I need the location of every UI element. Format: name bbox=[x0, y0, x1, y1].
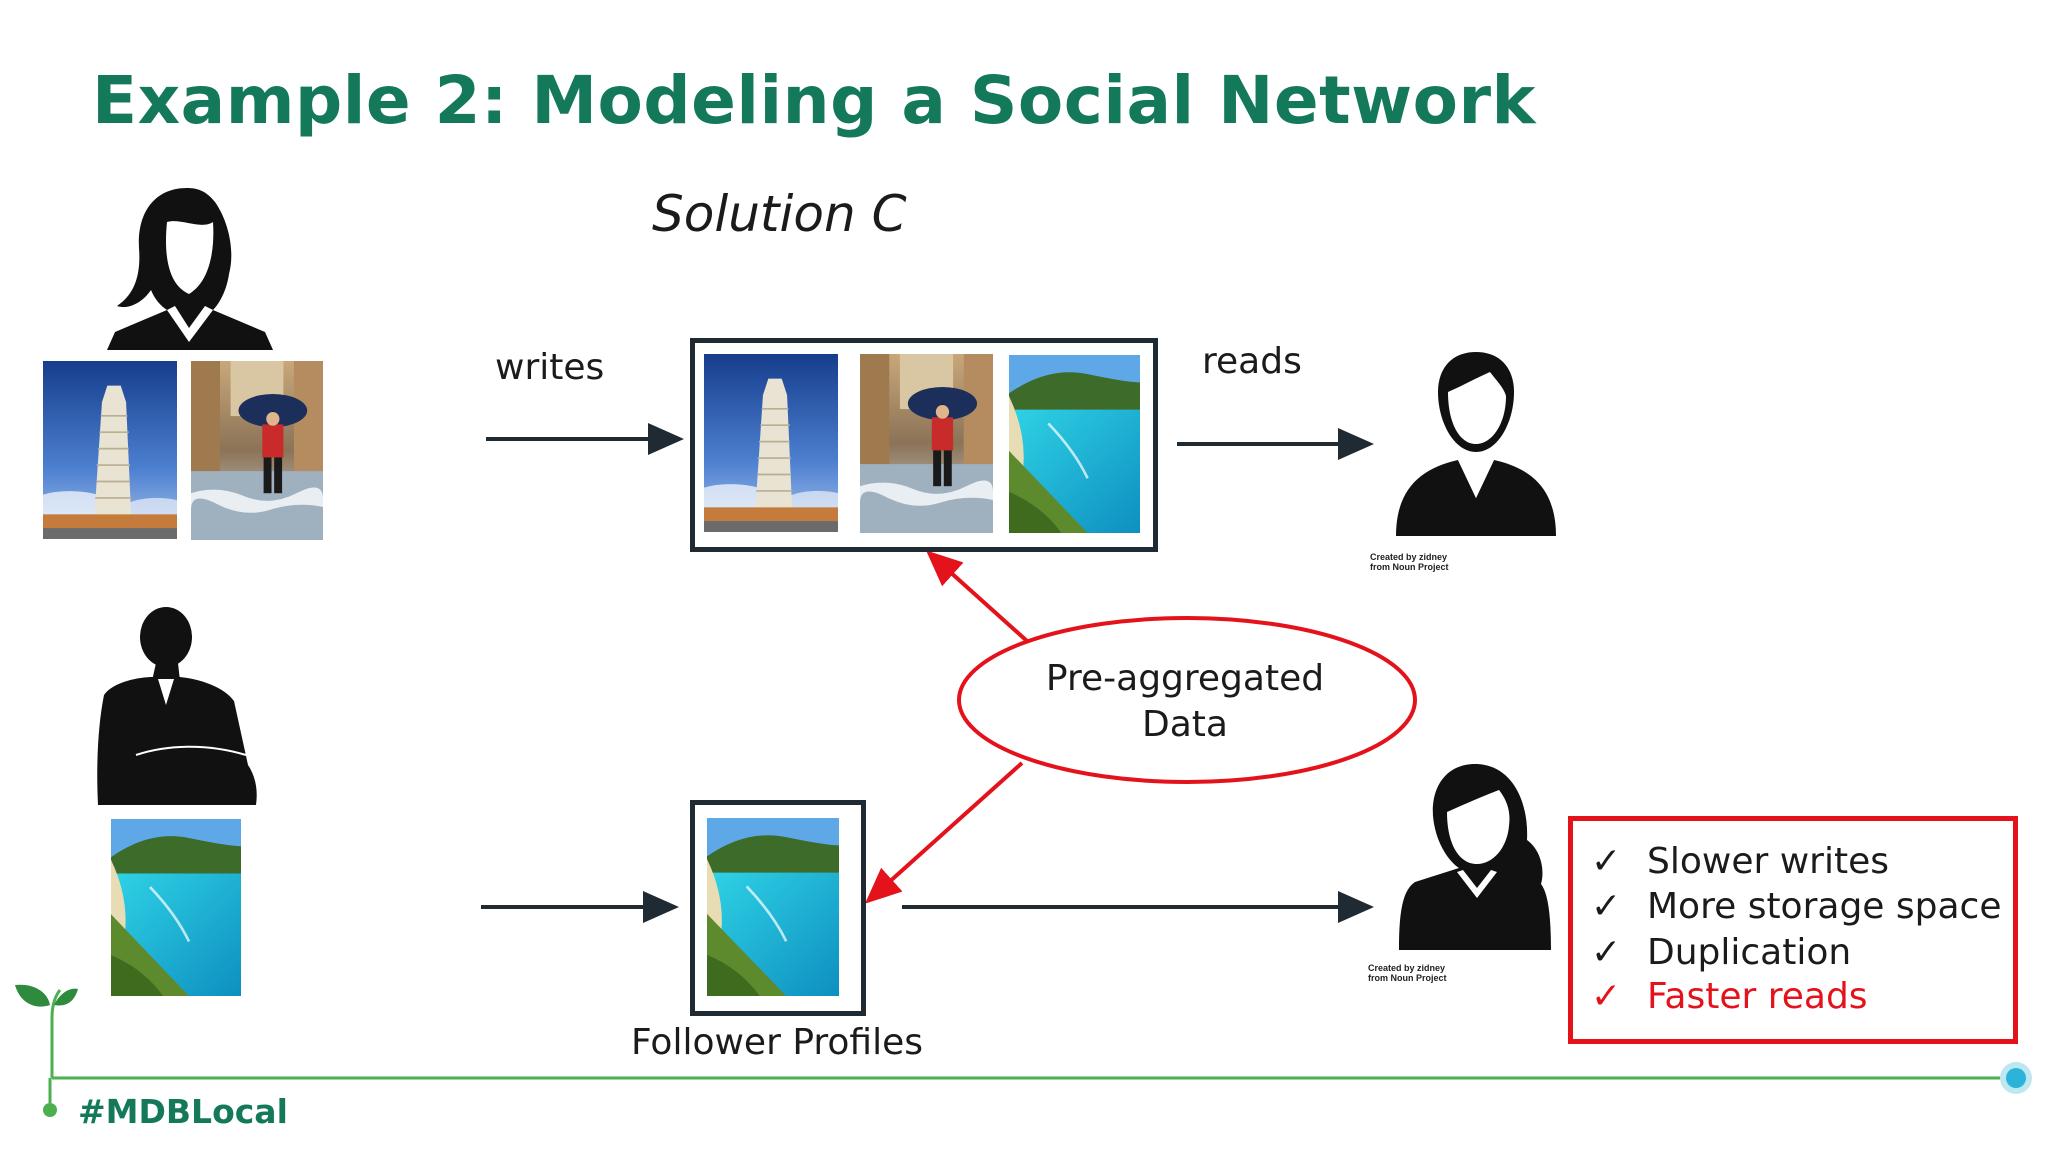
red-arrow-down bbox=[865, 761, 1024, 904]
checklist-item-label: More storage space bbox=[1647, 886, 2002, 927]
credit-bottom-line1: Created by zidney bbox=[1368, 963, 1446, 973]
footer-node-start bbox=[43, 1103, 57, 1117]
follower-profiles-label: Follower Profiles bbox=[631, 1022, 924, 1063]
credit-bottom: Created by zidney from Noun Project bbox=[1368, 963, 1447, 983]
checklist-item: ✓ Duplication bbox=[1591, 932, 1851, 973]
reader-woman-avatar-icon bbox=[1399, 764, 1551, 950]
slide-title: Example 2: Modeling a Social Network bbox=[92, 62, 1536, 139]
man-poster-icon bbox=[97, 607, 257, 805]
checklist-item-label: Slower writes bbox=[1647, 841, 1889, 882]
credit-top-line1: Created by zidney bbox=[1370, 552, 1448, 562]
feed-photo-pisa bbox=[704, 354, 838, 532]
pre-aggregated-ellipse bbox=[957, 616, 1417, 784]
checklist-item: ✓ More storage space bbox=[1591, 886, 2002, 927]
checklist-item-label: Duplication bbox=[1647, 932, 1852, 973]
red-arrow-up bbox=[926, 550, 1029, 643]
sprout-icon bbox=[15, 984, 78, 1007]
pre-aggregated-label: Pre-aggregated Data bbox=[960, 656, 1410, 748]
check-icon: ✓ bbox=[1591, 932, 1622, 973]
checklist-item-highlighted: ✓ Faster reads bbox=[1591, 976, 1868, 1017]
check-icon: ✓ bbox=[1591, 841, 1622, 882]
slide-subtitle: Solution C bbox=[652, 185, 907, 243]
poster-photo-venice bbox=[191, 361, 323, 540]
woman-poster-icon bbox=[107, 188, 273, 350]
feed-photo-beach bbox=[1009, 355, 1140, 533]
check-icon: ✓ bbox=[1591, 976, 1622, 1017]
credit-bottom-line2: from Noun Project bbox=[1368, 973, 1447, 983]
poster-photo-beach bbox=[111, 819, 241, 996]
reads-label: reads bbox=[1202, 341, 1302, 382]
pre-aggregated-line2: Data bbox=[1142, 704, 1228, 745]
footer-stem bbox=[50, 989, 62, 1078]
follower-photo-beach bbox=[707, 818, 839, 996]
check-icon: ✓ bbox=[1591, 886, 1622, 927]
poster-photo-pisa bbox=[43, 361, 177, 539]
writes-label: writes bbox=[495, 347, 605, 388]
checklist-item: ✓ Slower writes bbox=[1591, 841, 1889, 882]
reader-man-avatar-icon bbox=[1396, 352, 1556, 536]
footer-hashtag: #MDBLocal bbox=[78, 1092, 288, 1131]
tradeoffs-box: ✓ Slower writes ✓ More storage space ✓ Dupl… bbox=[1568, 816, 2018, 1044]
pre-aggregated-line1: Pre-aggregated bbox=[1045, 658, 1325, 699]
checklist-item-label: Faster reads bbox=[1647, 976, 1868, 1017]
feed-photo-venice bbox=[860, 354, 993, 533]
credit-top: Created by zidney from Noun Project bbox=[1370, 552, 1449, 572]
credit-top-line2: from Noun Project bbox=[1370, 562, 1449, 572]
footer-node-end bbox=[2006, 1068, 2026, 1088]
